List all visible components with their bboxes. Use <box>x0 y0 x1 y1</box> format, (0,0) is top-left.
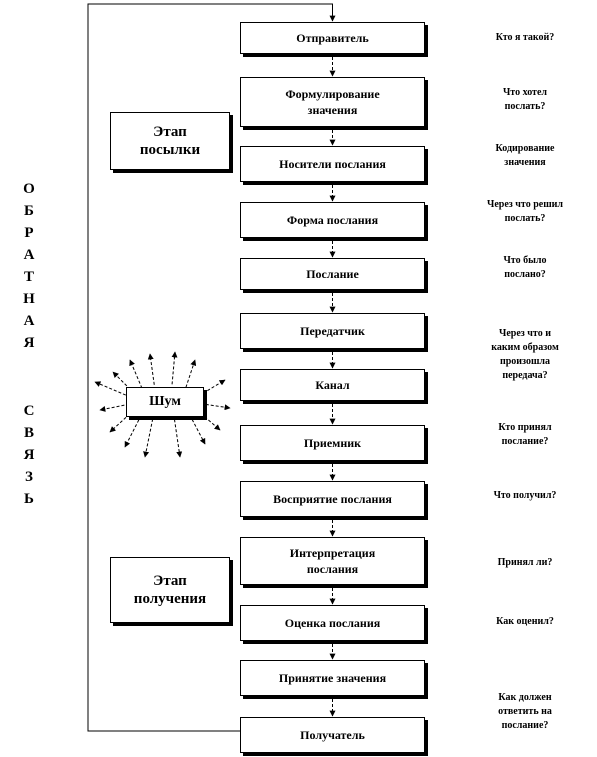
stage-receiving: Этап получения <box>110 557 230 623</box>
step-question-9: Что получил? <box>493 490 557 501</box>
step-box-11: Оценка послания <box>240 605 425 641</box>
step-box-13: Получатель <box>240 717 425 753</box>
step-box-5: Послание <box>240 258 425 290</box>
noise-ray-7 <box>189 414 206 445</box>
step-question-4: Через что решил послать? <box>486 199 564 224</box>
step-box-12: Принятие значения <box>240 660 425 696</box>
noise-ray-1 <box>94 381 131 398</box>
step-box-6: Передатчик <box>240 313 425 349</box>
noise-ray-5 <box>143 418 154 458</box>
noise-ray-13 <box>147 353 155 385</box>
step-box-10: Интерпретация послания <box>240 537 425 585</box>
step-question-5: Что было послано? <box>503 255 547 280</box>
feedback-path <box>87 3 336 732</box>
step-box-7: Канал <box>240 369 425 401</box>
noise-ray-6 <box>173 419 183 458</box>
noise-ray-9 <box>200 403 231 411</box>
noise-ray-12 <box>171 351 178 385</box>
feedback-loop <box>87 3 336 732</box>
noise-ray-14 <box>129 359 143 389</box>
step-question-1: Кто я такой? <box>495 32 555 43</box>
step-box-9: Восприятие послания <box>240 481 425 517</box>
step-box-8: Приемник <box>240 425 425 461</box>
noise-ray-4 <box>124 415 142 448</box>
stage-sending: Этап посылки <box>110 112 230 170</box>
step-question-11: Как оценил? <box>496 616 554 627</box>
step-question-3: Кодирование значения <box>495 143 555 168</box>
step-question-13: Как должен ответить на послание? <box>498 692 552 731</box>
noise-ray-2 <box>99 403 130 412</box>
step-question-10: Принял ли? <box>497 557 553 568</box>
step-box-2: Формулирование значения <box>240 77 425 127</box>
step-question-2: Что хотел послать? <box>502 87 548 112</box>
step-box-1: Отправитель <box>240 22 425 54</box>
step-question-6: Через что и каким образом произошла пере… <box>491 328 559 381</box>
step-question-8: Кто принял послание? <box>498 422 552 447</box>
step-box-3: Носители послания <box>240 146 425 182</box>
noise-ray-11 <box>185 359 197 388</box>
step-box-4: Форма послания <box>240 202 425 238</box>
noise-box: Шум <box>126 387 204 417</box>
